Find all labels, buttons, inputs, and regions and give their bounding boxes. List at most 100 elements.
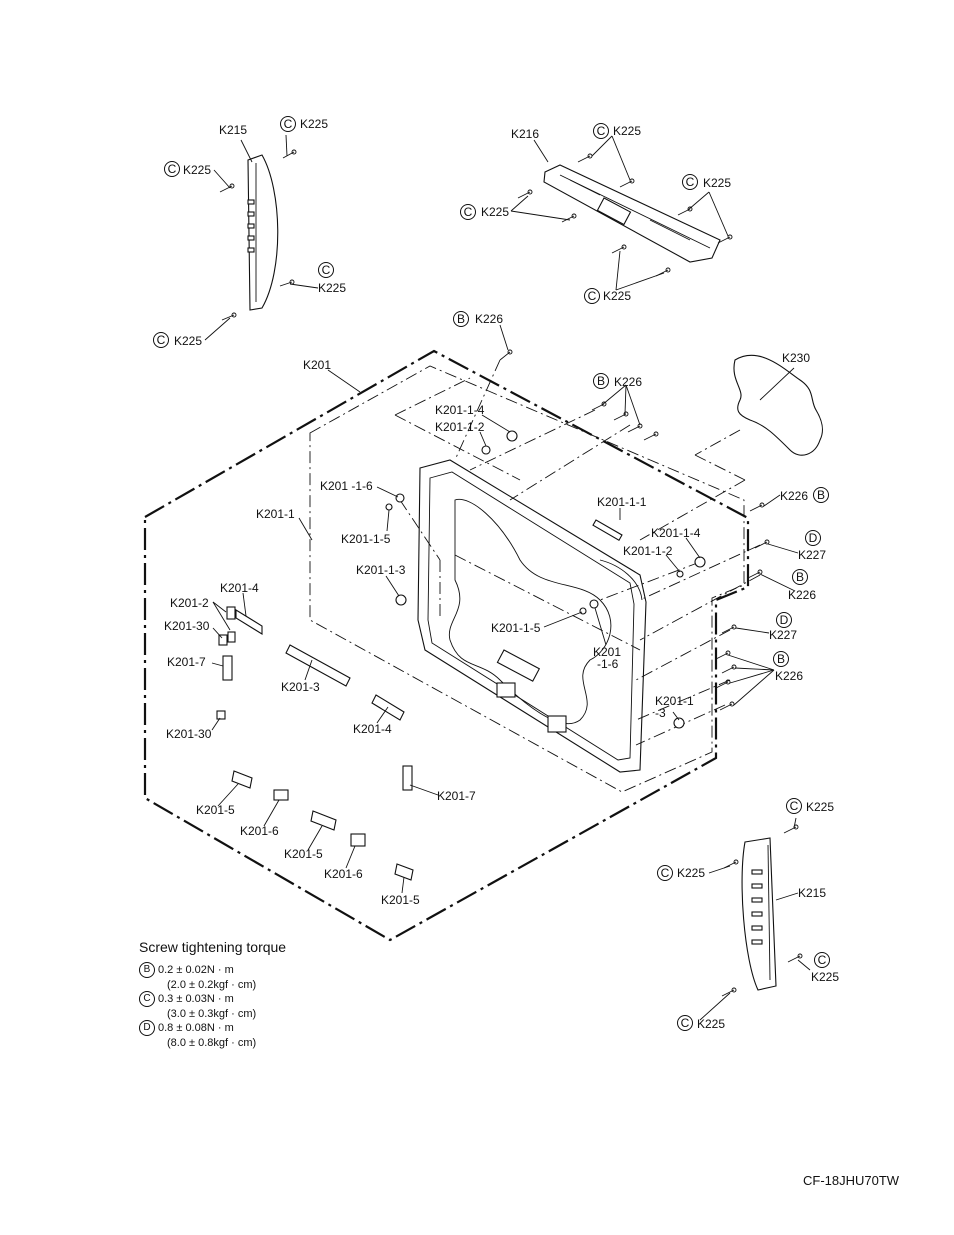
label-k225: K225 <box>613 124 641 138</box>
badge-c: C <box>682 174 698 190</box>
label-k225: K225 <box>183 163 211 177</box>
label-k226: K226 <box>788 588 816 602</box>
badge-c: C <box>153 332 169 348</box>
label-k201-1-6a: K201 -1-6 <box>320 479 373 493</box>
k215-bottom-cover-part <box>741 837 777 991</box>
torque-kgf: (3.0 ± 0.3kgf · cm) <box>167 1008 257 1020</box>
label-k215-top: K215 <box>219 123 247 137</box>
rubber-blocks <box>216 606 414 881</box>
label-k215-bottom: K215 <box>798 886 826 900</box>
label-k225: K225 <box>703 176 731 190</box>
label-k201-1-3a: K201-1-3 <box>356 563 406 577</box>
label-k201-1-4a: K201-1-4 <box>435 403 485 417</box>
leader-lines <box>204 134 811 1021</box>
label-k230: K230 <box>782 351 810 365</box>
label-k201-1-5a: K201-1-5 <box>341 532 391 546</box>
label-k227: K227 <box>798 548 826 562</box>
badge-c: C <box>593 123 609 139</box>
label-k226: K226 <box>475 312 503 326</box>
svg-text:C: C <box>818 953 827 967</box>
k201-group-boundary <box>143 349 750 942</box>
label-k201-1-1: K201-1-1 <box>597 495 647 509</box>
k230-pad-part <box>733 354 824 456</box>
badge-b: B <box>813 487 829 503</box>
label-k201-1-2b: K201-1-2 <box>623 544 673 558</box>
svg-text:B: B <box>597 374 605 388</box>
badge-b: B <box>593 373 609 389</box>
label-k201-1-4b: K201-1-4 <box>651 526 701 540</box>
torque-kgf: (8.0 ± 0.8kgf · cm) <box>167 1037 257 1049</box>
badge-c: C <box>280 116 296 132</box>
torque-legend-title: Screw tightening torque <box>139 939 287 955</box>
small-parts <box>385 430 706 729</box>
svg-text:C: C <box>686 175 695 189</box>
label-k201-5c: K201-5 <box>381 893 420 907</box>
badge-d: D <box>776 612 792 628</box>
torque-kgf: (2.0 ± 0.2kgf · cm) <box>167 979 257 991</box>
label-k225: K225 <box>806 800 834 814</box>
label-k201-1-3b-line1: K201-1 <box>655 694 694 708</box>
badge-b: B <box>453 311 469 327</box>
label-k201-1-5b: K201-1-5 <box>491 621 541 635</box>
screws <box>219 149 803 997</box>
svg-text:C: C <box>157 333 166 347</box>
label-k225: K225 <box>677 866 705 880</box>
label-k201-7a: K201-7 <box>167 655 206 669</box>
main-frame-part <box>417 459 647 773</box>
label-k225: K225 <box>318 281 346 295</box>
assembly-lines <box>394 359 761 746</box>
svg-text:B: B <box>777 652 785 666</box>
label-k226: K226 <box>780 489 808 503</box>
label-k225: K225 <box>811 970 839 984</box>
label-k201-7b: K201-7 <box>437 789 476 803</box>
badge-b: B <box>773 651 789 667</box>
label-k226: K226 <box>775 669 803 683</box>
badge-c: C <box>786 798 802 814</box>
svg-text:D: D <box>809 531 818 545</box>
badge-c: C <box>164 161 180 177</box>
svg-text:B: B <box>457 312 465 326</box>
label-k201-4a: K201-4 <box>220 581 259 595</box>
torque-nm: 0.8 ± 0.08N · m <box>158 1021 234 1034</box>
svg-text:B: B <box>796 570 804 584</box>
badge-c: C <box>460 204 476 220</box>
label-k201: K201 <box>303 358 331 372</box>
svg-text:C: C <box>661 866 670 880</box>
label-k201-1-3b-line2: -3 <box>655 706 666 720</box>
label-k201-6a: K201-6 <box>240 824 279 838</box>
badge-c: C <box>139 991 155 1007</box>
svg-text:C: C <box>597 124 606 138</box>
svg-text:C: C <box>681 1016 690 1030</box>
badge-c: C <box>814 952 830 968</box>
label-k227: K227 <box>769 628 797 642</box>
badge-d: D <box>139 1020 155 1036</box>
badge-b: B <box>139 962 155 978</box>
label-k225: K225 <box>174 334 202 348</box>
k201-1-group-boundary <box>309 365 745 793</box>
label-k226: K226 <box>614 375 642 389</box>
label-k225: K225 <box>603 289 631 303</box>
svg-text:C: C <box>168 162 177 176</box>
badge-d: D <box>805 530 821 546</box>
svg-text:C: C <box>322 263 331 277</box>
label-k201-1-6b-line1: K201 <box>593 645 621 659</box>
label-k201-3: K201-3 <box>281 680 320 694</box>
badge-c: C <box>657 865 673 881</box>
label-k201-30b: K201-30 <box>166 727 212 741</box>
k215-top-cover-part <box>247 154 279 311</box>
k216-bar-part <box>543 164 721 263</box>
svg-text:C: C <box>284 117 293 131</box>
label-k201-5a: K201-5 <box>196 803 235 817</box>
badge-c: C <box>318 262 334 278</box>
label-k201-6b: K201-6 <box>324 867 363 881</box>
label-k225: K225 <box>300 117 328 131</box>
label-k201-4b: K201-4 <box>353 722 392 736</box>
label-k201-1: K201-1 <box>256 507 295 521</box>
torque-badges: C C C C C C C C C C C C B B B B B D D <box>153 116 830 1031</box>
svg-text:C: C <box>588 289 597 303</box>
part-labels: K215 K216 K230 K201 K201-1 K201-1-4 K201… <box>164 117 839 1031</box>
